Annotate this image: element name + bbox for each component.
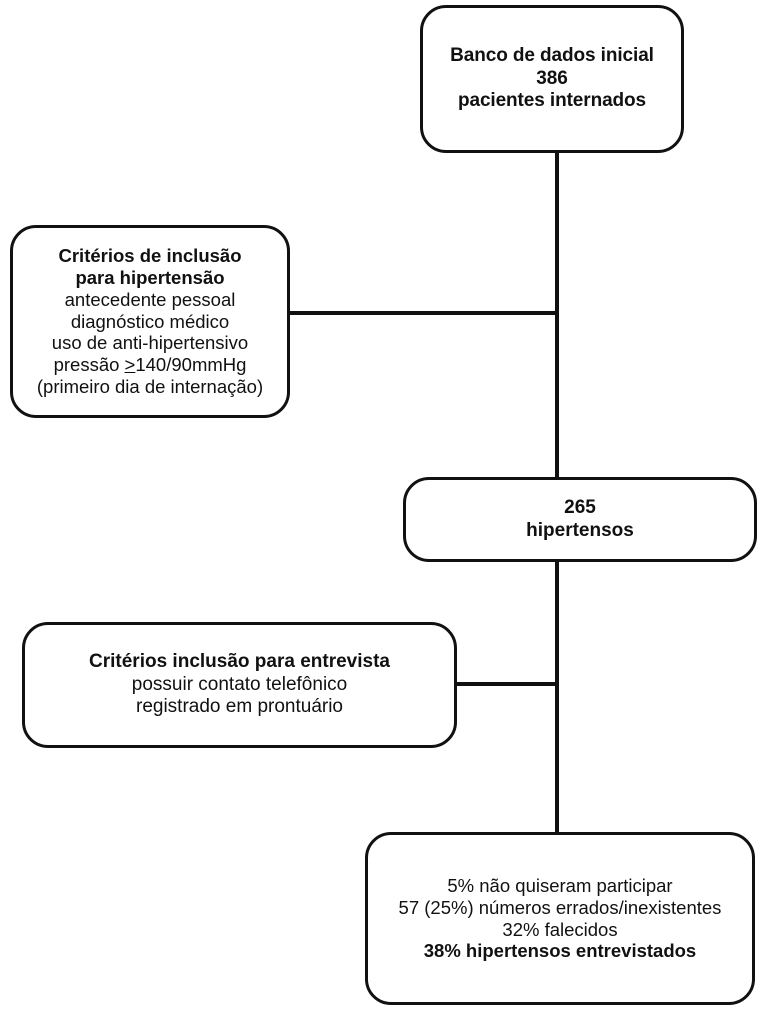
greater-or-equal-icon: > [124,354,136,376]
node-hypertension-criteria-line-2: para hipertensão [75,266,225,288]
node-outcomes-line-4: 38% hipertensos entrevistados [423,940,697,962]
node-initial-database-line-3: pacientes internados [457,90,647,112]
node-interview-criteria-line-3: registrado em prontuário [136,696,343,718]
node-hypertensive-count-line-1: 265 [564,497,596,519]
node-hypertensive-count-line-2: hipertensos [526,519,634,541]
node-outcomes-line-2: 57 (25%) números errados/inexistentes [398,896,722,918]
pressure-value: 140/90mmHg [135,354,247,376]
node-interview-criteria: Critérios inclusão para entrevista possu… [22,622,457,748]
node-initial-database-line-2: 386 [536,67,568,89]
connector-hypertension-criteria [288,311,559,315]
node-interview-criteria-line-2: possuir contato telefônico [131,673,348,695]
node-hypertensive-count: 265 hipertensos [403,477,757,562]
node-outcomes-line-3: 32% falecidos [502,918,618,940]
node-hypertension-criteria-line-1: Critérios de inclusão [58,245,242,267]
node-interview-criteria-line-1: Critérios inclusão para entrevista [89,651,390,673]
node-outcomes-line-1: 5% não quiseram participar [447,874,673,896]
pressure-label: pressão [53,354,125,376]
node-initial-database-line-1: Banco de dados inicial [450,45,654,67]
node-hypertension-criteria-line-7: (primeiro dia de internação) [36,376,264,398]
node-hypertension-criteria: Critérios de inclusão para hipertensão a… [10,225,290,418]
node-hypertension-criteria-line-3: antecedente pessoal [64,288,236,310]
connector-interview-criteria [455,682,559,686]
node-hypertension-criteria-line-6-pressure: pressão >140/90mmHg [54,354,247,376]
node-hypertension-criteria-line-4: diagnóstico médico [70,310,230,332]
node-outcomes: 5% não quiseram participar 57 (25%) núme… [365,832,755,1005]
node-initial-database: Banco de dados inicial 386 pacientes int… [420,5,684,153]
node-hypertension-criteria-line-5: uso de anti-hipertensivo [51,332,249,354]
